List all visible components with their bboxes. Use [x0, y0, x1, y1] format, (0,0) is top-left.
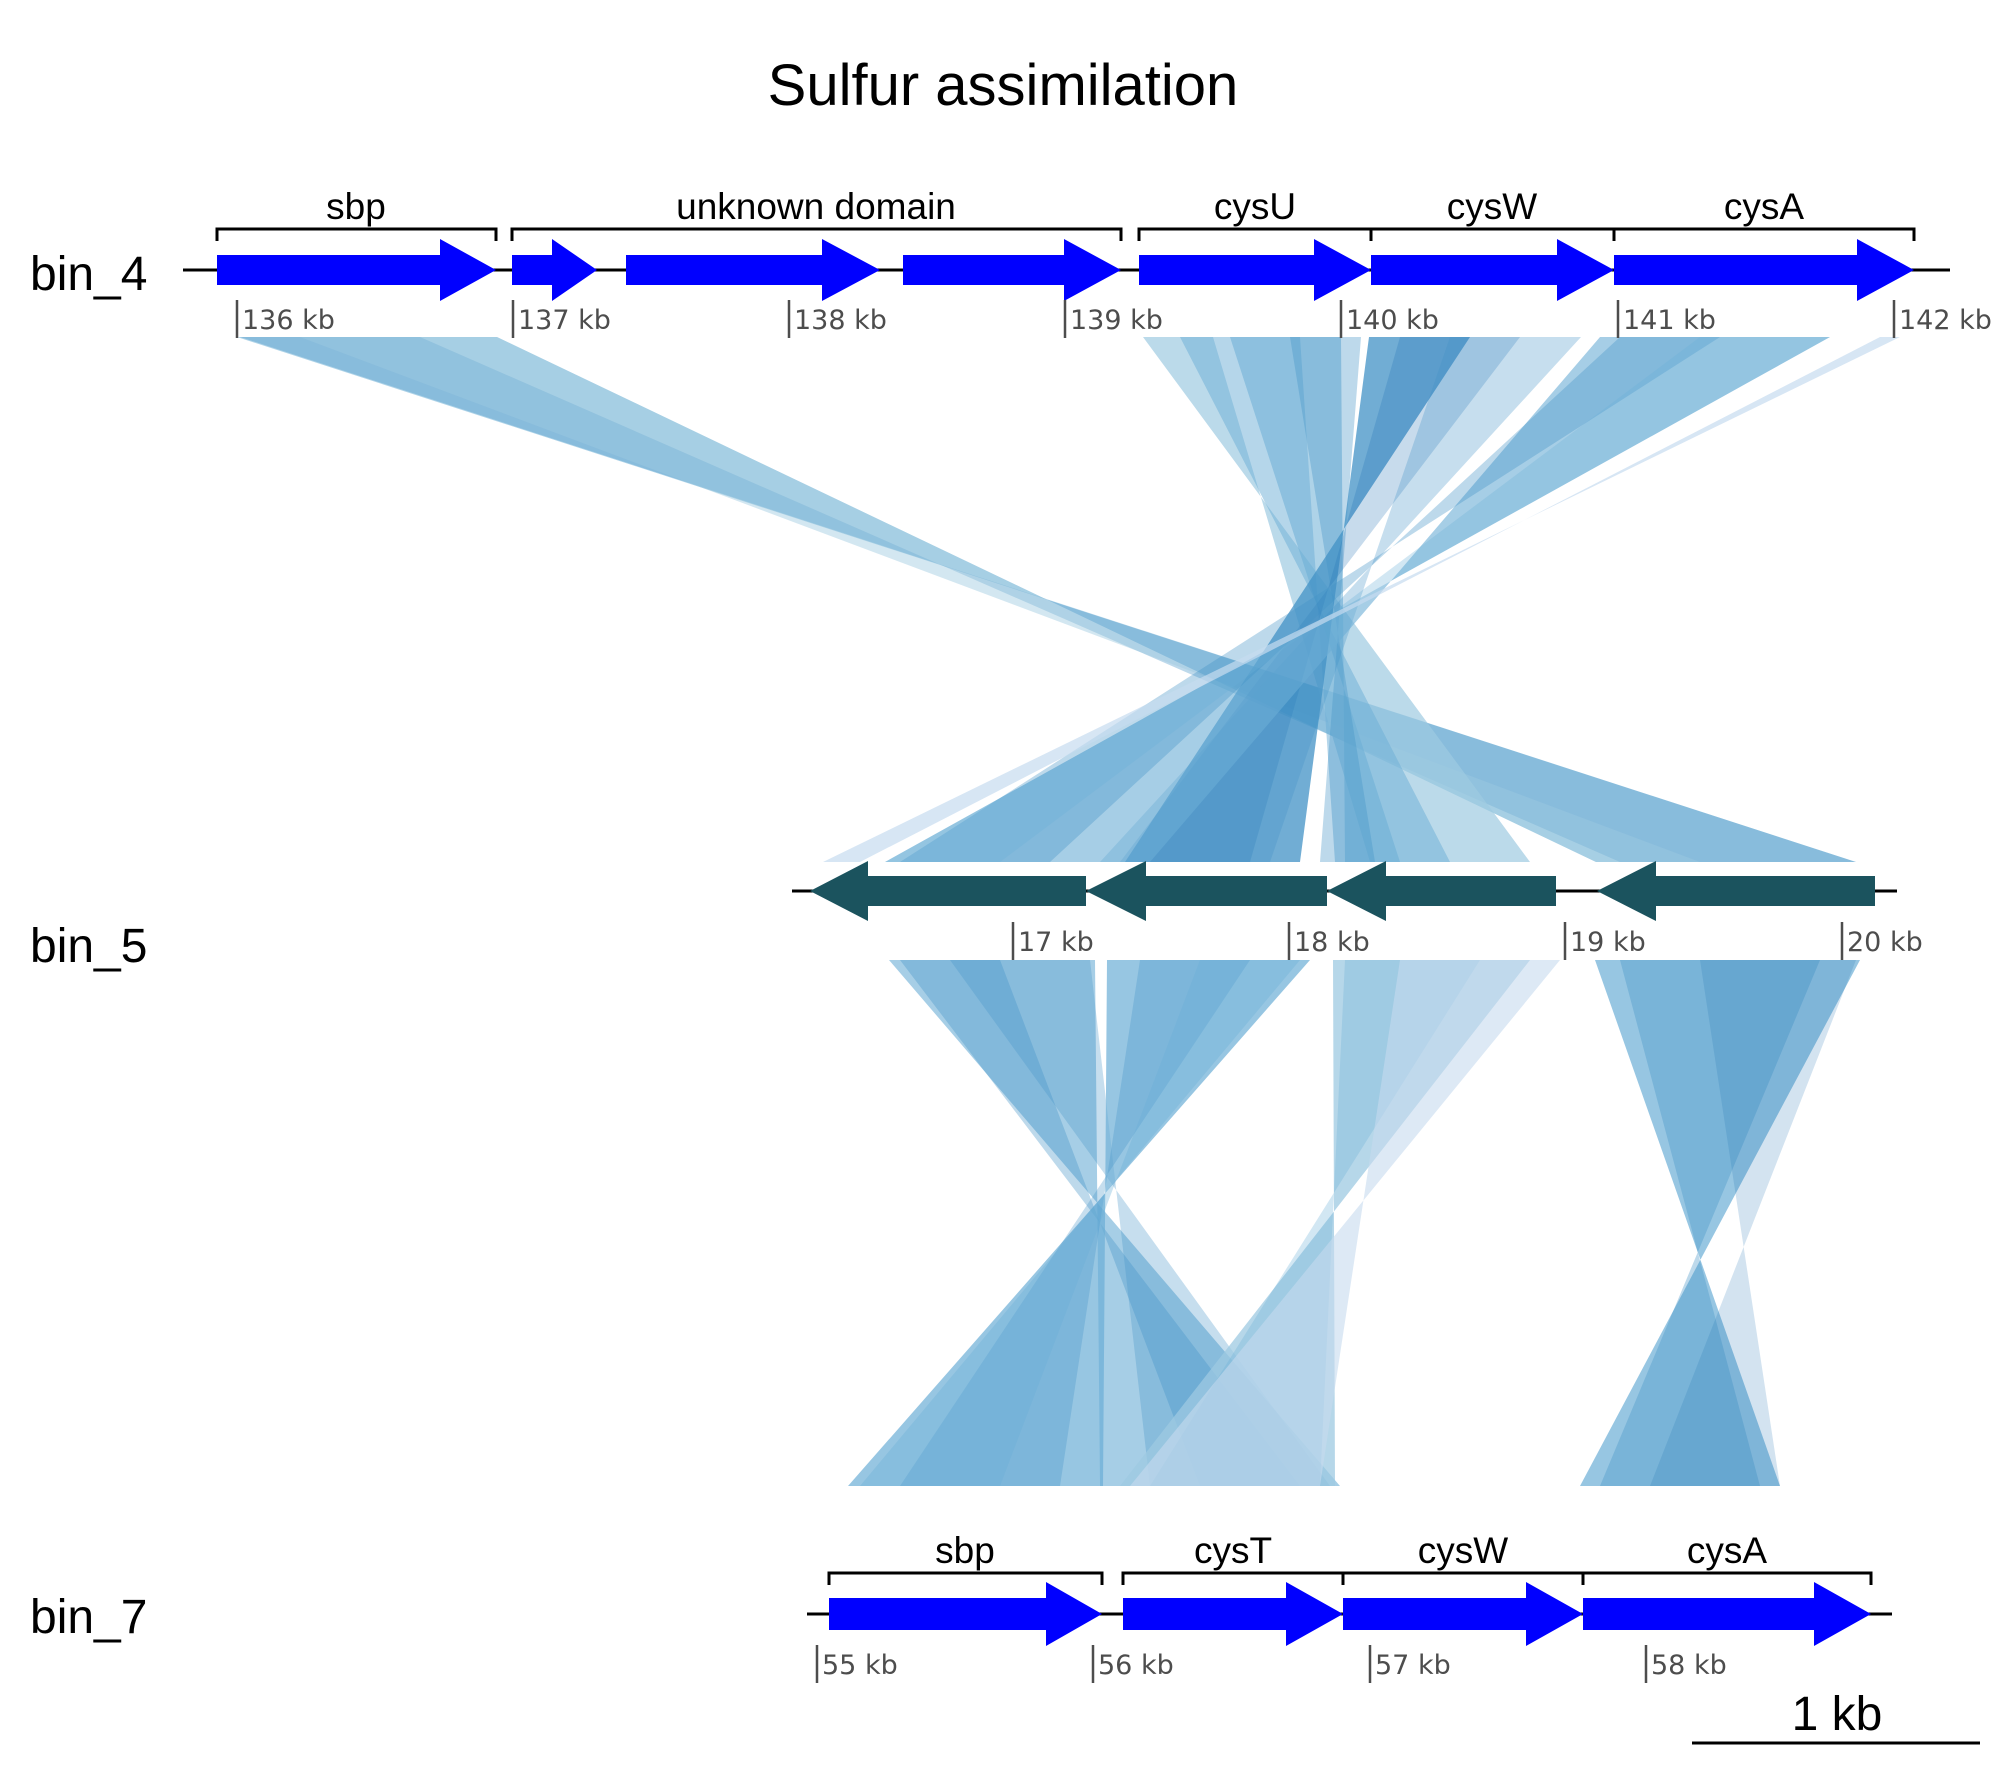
gene-arrow-unknown-domain-3: [903, 239, 1121, 301]
synteny-link: [885, 337, 1830, 862]
gene-label-cysT: cysT: [1194, 1530, 1272, 1571]
synteny-link: [860, 960, 1300, 1486]
gene-label-sbp: sbp: [935, 1530, 995, 1571]
gene-arrow-unknown-domain-2: [626, 239, 880, 301]
tick-label: 19 kb: [1570, 927, 1646, 958]
gene-arrow-sbp: [217, 239, 496, 301]
tick-label: 138 kb: [794, 305, 887, 336]
synteny-link: [848, 960, 1310, 1486]
gene-arrow-reverse-2: [1086, 861, 1327, 921]
gene-arrow-unknown-domain-1: [512, 239, 597, 301]
gene-arrow-cysT: [1123, 1582, 1343, 1646]
gene-label-cysU: cysU: [1214, 186, 1296, 227]
synteny-link: [1600, 960, 1820, 1486]
bracket-cysW: [1341, 1571, 1585, 1585]
genome-label-bin4: bin_4: [30, 248, 147, 301]
synteny-link: [1650, 960, 1856, 1486]
tick-label: 141 kb: [1623, 305, 1716, 336]
gene-arrow-reverse-1: [810, 861, 1086, 921]
gene-arrow-cysU: [1139, 239, 1371, 301]
bracket-cysW: [1369, 227, 1616, 241]
genome-track-bin4: bin_4 sbp unknown domain cysU cysW cysA: [30, 186, 1992, 338]
gene-label-unknown-domain: unknown domain: [676, 186, 956, 227]
genome-track-bin7: bin_7 sbp cysT cysW cysA 55 kb 56 kb 57 …: [30, 1530, 1892, 1683]
gene-arrow-sbp: [829, 1582, 1102, 1646]
gene-arrow-cysA: [1614, 239, 1914, 301]
gene-label-cysA: cysA: [1724, 186, 1805, 227]
bracket-unknown-domain: [510, 227, 1123, 241]
gene-arrow-cysW: [1343, 1582, 1583, 1646]
links-bin4-bin5: [237, 337, 1900, 862]
tick-label: 18 kb: [1294, 927, 1370, 958]
tick-label: 57 kb: [1375, 1650, 1451, 1681]
gene-label-cysW: cysW: [1418, 1530, 1509, 1571]
gene-label-cysA: cysA: [1687, 1530, 1768, 1571]
diagram-title: Sulfur assimilation: [768, 53, 1239, 118]
scale-bar: 1 kb: [1692, 1688, 1980, 1745]
bracket-cysA: [1612, 227, 1916, 241]
genome-label-bin7: bin_7: [30, 1591, 147, 1644]
gene-arrow-cysA: [1583, 1582, 1871, 1646]
genome-track-bin5: bin_5 17 kb 18 kb 19 kb 20 kb: [30, 861, 1923, 973]
synteny-link: [900, 960, 1250, 1486]
tick-label: 142 kb: [1899, 305, 1992, 336]
bracket-cysT: [1121, 1571, 1345, 1585]
synteny-link: [240, 337, 1856, 862]
gene-arrow-cysW: [1371, 239, 1614, 301]
gene-label-sbp: sbp: [326, 186, 386, 227]
synteny-link: [1580, 960, 1860, 1486]
tick-label: 137 kb: [518, 305, 611, 336]
synteny-link: [885, 337, 1830, 862]
bracket-sbp: [215, 227, 498, 241]
tick-label: 55 kb: [822, 1650, 898, 1681]
tick-label: 20 kb: [1847, 927, 1923, 958]
tick-label: 139 kb: [1070, 305, 1163, 336]
gene-label-cysW: cysW: [1447, 186, 1538, 227]
tick-label: 140 kb: [1346, 305, 1439, 336]
gene-arrow-reverse-3: [1327, 861, 1556, 921]
tick-label: 58 kb: [1651, 1650, 1727, 1681]
tick-label: 17 kb: [1018, 927, 1094, 958]
synteny-link: [823, 337, 1900, 862]
tick-label: 136 kb: [242, 305, 335, 336]
gene-arrow-reverse-4: [1597, 861, 1875, 921]
links-bin5-bin7: [848, 960, 1860, 1486]
bracket-sbp: [827, 1571, 1104, 1585]
genome-label-bin5: bin_5: [30, 920, 147, 973]
synteny-link: [237, 337, 1856, 862]
scale-bar-label: 1 kb: [1792, 1688, 1883, 1741]
synteny-link: [1130, 960, 1560, 1486]
tick-label: 56 kb: [1098, 1650, 1174, 1681]
bracket-cysU: [1137, 227, 1373, 241]
bracket-cysA: [1581, 1571, 1873, 1585]
